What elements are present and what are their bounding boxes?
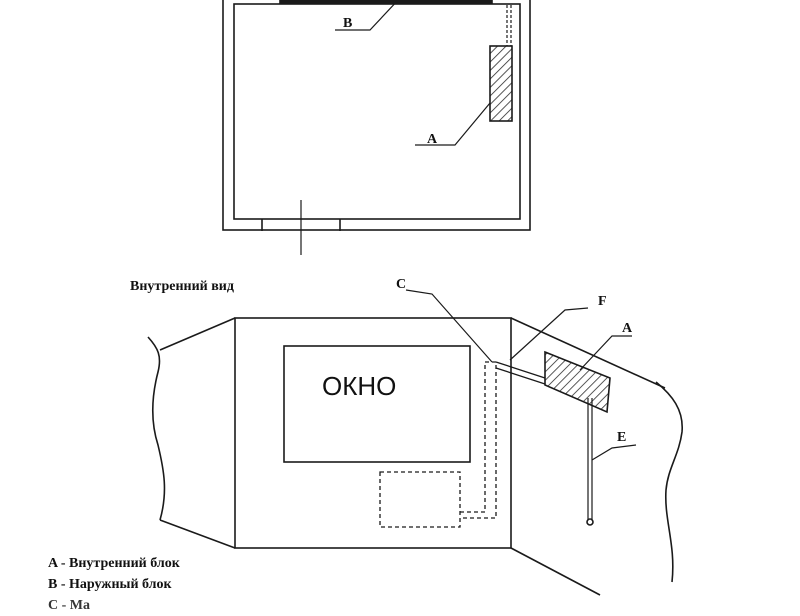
pipe-to-unit bbox=[495, 367, 546, 385]
label-b-plan: B bbox=[343, 16, 352, 31]
legend: A - Внутренний блок B - Наружный блок C … bbox=[48, 553, 180, 616]
leader-a bbox=[579, 335, 632, 371]
back-wall bbox=[234, 317, 512, 549]
leader-b bbox=[335, 0, 399, 31]
label-a: A bbox=[622, 321, 633, 336]
right-wall-top bbox=[510, 317, 666, 389]
leader-f bbox=[509, 307, 589, 361]
room-plan bbox=[222, 0, 531, 255]
leader-e bbox=[591, 444, 637, 461]
room-outer-wall bbox=[222, 0, 531, 231]
drain-container bbox=[379, 471, 461, 528]
outdoor-unit-b bbox=[279, 0, 493, 4]
diagram-canvas: B A Внутренний вид ОКНО C F bbox=[130, 0, 683, 596]
room-inner-wall bbox=[233, 3, 521, 220]
legend-item-a: A - Внутренний блок bbox=[48, 556, 180, 571]
leader-c bbox=[405, 289, 493, 363]
left-wall-top bbox=[159, 317, 236, 351]
label-f: F bbox=[598, 294, 607, 309]
right-wall-bottom bbox=[510, 547, 601, 596]
label-a-plan: A bbox=[427, 132, 438, 147]
legend-item-b: B - Наружный блок bbox=[48, 577, 172, 592]
label-e: E bbox=[617, 430, 626, 445]
leader-a-plan bbox=[415, 102, 491, 146]
installation-diagram: B A Внутренний вид ОКНО C F bbox=[48, 0, 683, 613]
pipe-to-unit bbox=[495, 361, 546, 379]
drain-pipe-end bbox=[586, 518, 594, 526]
right-wall-break bbox=[655, 381, 683, 583]
left-wall-bottom bbox=[159, 519, 236, 549]
legend-item-c: C - Ма bbox=[48, 598, 90, 613]
window-label: ОКНО bbox=[322, 371, 396, 401]
label-c: C bbox=[396, 277, 406, 292]
window bbox=[283, 345, 471, 463]
room-perspective bbox=[147, 289, 683, 596]
indoor-unit-a bbox=[544, 350, 611, 414]
inner-view-title: Внутренний вид bbox=[130, 279, 234, 294]
left-wall-break bbox=[147, 336, 166, 521]
pipe-route-c bbox=[460, 361, 497, 519]
indoor-unit-a-plan bbox=[489, 45, 513, 122]
